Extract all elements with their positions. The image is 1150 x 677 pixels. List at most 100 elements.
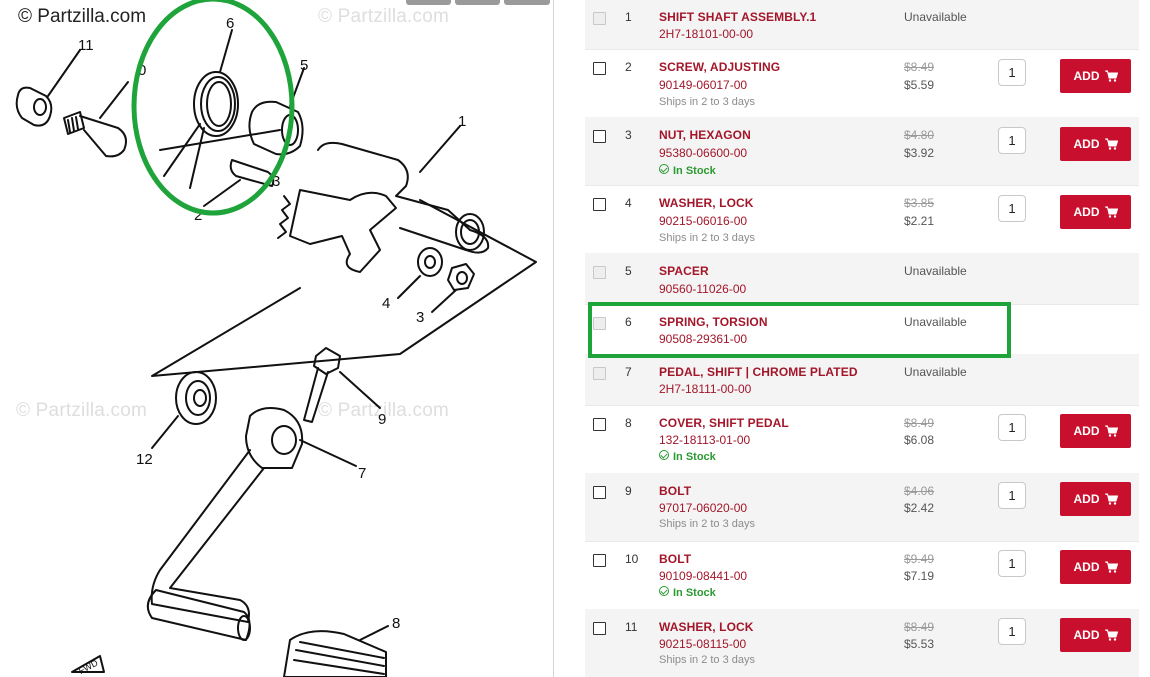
add-button-label: ADD [1073,560,1100,574]
table-row: 10 BOLT 90109-08441-00 In Stock $9.49 $7… [585,541,1139,610]
part-name-link[interactable]: WASHER, LOCK [659,196,754,210]
sale-price: $5.59 [904,78,935,92]
ref-number: 2 [625,60,632,74]
table-row: 2 SCREW, ADJUSTING 90149-06017-00 Ships … [585,49,1139,118]
msrp-price: $4.80 [904,128,935,142]
diagram-drawing: 11 0 6 5 1 3 2 4 3 9 12 7 8 FWD [15,0,537,677]
table-row: 1 SHIFT SHAFT ASSEMBLY.1 2H7-18101-00-00… [585,0,1139,50]
part-number-link[interactable]: 90508-29361-00 [659,332,748,346]
quantity-input[interactable]: 1 [998,127,1026,154]
part-number-link[interactable]: 90560-11026-00 [659,282,747,296]
row-checkbox[interactable] [593,418,606,431]
callout-2: 2 [194,207,202,224]
parts-table: 1 SHIFT SHAFT ASSEMBLY.1 2H7-18101-00-00… [585,0,1139,677]
callout-9: 9 [378,411,386,428]
table-row: 3 NUT, HEXAGON 95380-06600-00 In Stock $… [585,117,1139,186]
row-checkbox[interactable] [593,12,606,25]
part-name-link[interactable]: NUT, HEXAGON [659,128,751,142]
cart-icon [1104,561,1118,573]
msrp-price: $3.85 [904,196,935,210]
shipping-info: Ships in 2 to 3 days [659,96,756,108]
quantity-input[interactable]: 1 [998,195,1026,222]
part-number-link[interactable]: 90109-08441-00 [659,569,748,583]
add-button-label: ADD [1073,628,1100,642]
msrp-price: $8.49 [904,620,935,634]
in-stock-label: In Stock [673,587,716,599]
part-name-link[interactable]: COVER, SHIFT PEDAL [659,416,789,430]
pedal-cover-part-8 [283,630,387,677]
quantity-input[interactable]: 1 [998,482,1026,509]
parts-diagram[interactable]: © Partzilla.com © Partzilla.com © Partzi… [0,0,553,677]
cart-icon [1104,629,1118,641]
callout-3: 3 [416,309,424,326]
row-checkbox[interactable] [593,130,606,143]
table-row: 4 WASHER, LOCK 90215-06016-00 Ships in 2… [585,185,1139,254]
quantity-input[interactable]: 1 [998,618,1026,645]
spacer-part-5 [248,100,304,156]
shipping-info: Ships in 2 to 3 days [659,518,756,530]
cart-icon [1104,493,1118,505]
diagram-tab-stub[interactable] [455,0,500,5]
diagram-tab-stub[interactable] [504,0,550,5]
add-to-cart-button[interactable]: ADD [1060,618,1131,652]
bolt-part-9 [313,347,341,375]
add-to-cart-button[interactable]: ADD [1060,195,1131,229]
stock-status: In Stock [659,164,716,177]
add-to-cart-button[interactable]: ADD [1060,482,1131,516]
part-number-link[interactable]: 90149-06017-00 [659,78,748,92]
check-circle-icon [659,164,669,174]
row-checkbox[interactable] [593,198,606,211]
highlight-circle [131,0,295,216]
row-checkbox[interactable] [593,317,606,330]
part-name-link[interactable]: WASHER, LOCK [659,620,754,634]
part-name-link[interactable]: SCREW, ADJUSTING [659,60,781,74]
part-number-link[interactable]: 2H7-18111-00-00 [659,382,752,396]
cart-icon [1104,425,1118,437]
part-number-link[interactable]: 2H7-18101-00-00 [659,27,754,41]
row-checkbox[interactable] [593,554,606,567]
part-number-link[interactable]: 95380-06600-00 [659,146,748,160]
availability-status: Unavailable [904,315,967,329]
diagram-tab-stub[interactable] [406,0,451,5]
part-number-link[interactable]: 97017-06020-00 [659,501,748,515]
ref-number: 6 [625,315,632,329]
add-to-cart-button[interactable]: ADD [1060,550,1131,584]
part-number-link[interactable]: 90215-06016-00 [659,214,748,228]
part-number-link[interactable]: 90215-08115-00 [659,637,747,651]
stock-status: In Stock [659,450,716,463]
callout-4: 4 [382,295,390,312]
msrp-price: $4.06 [904,484,935,498]
add-to-cart-button[interactable]: ADD [1060,414,1131,448]
availability-status: Unavailable [904,10,967,24]
ref-number: 4 [625,196,632,210]
part-name-link[interactable]: SPRING, TORSION [659,315,768,329]
row-checkbox[interactable] [593,486,606,499]
row-checkbox[interactable] [593,62,606,75]
part-name-link[interactable]: BOLT [659,484,692,498]
availability-status: Unavailable [904,365,967,379]
ref-number: 1 [625,10,632,24]
part-name-link[interactable]: PEDAL, SHIFT | CHROME PLATED [659,365,858,379]
ref-number: 7 [625,365,632,379]
row-checkbox[interactable] [593,266,606,279]
table-row: 5 SPACER 90560-11026-00 Unavailable [585,253,1139,305]
add-to-cart-button[interactable]: ADD [1060,127,1131,161]
part-name-link[interactable]: SPACER [659,264,709,278]
table-row: 8 COVER, SHIFT PEDAL 132-18113-01-00 In … [585,405,1139,474]
quantity-input[interactable]: 1 [998,550,1026,577]
add-button-label: ADD [1073,137,1100,151]
row-checkbox[interactable] [593,622,606,635]
ref-number: 5 [625,264,632,278]
diagram-brand: © Partzilla.com [18,6,147,27]
callout-fwd: FWD [77,657,100,676]
washer-part-11 [15,86,53,127]
quantity-input[interactable]: 1 [998,414,1026,441]
add-to-cart-button[interactable]: ADD [1060,59,1131,93]
part-name-link[interactable]: SHIFT SHAFT ASSEMBLY.1 [659,10,817,24]
part-name-link[interactable]: BOLT [659,552,692,566]
quantity-input[interactable]: 1 [998,59,1026,86]
row-checkbox[interactable] [593,367,606,380]
check-circle-icon [659,586,669,596]
sale-price: $2.42 [904,501,935,515]
part-number-link[interactable]: 132-18113-01-00 [659,433,751,447]
